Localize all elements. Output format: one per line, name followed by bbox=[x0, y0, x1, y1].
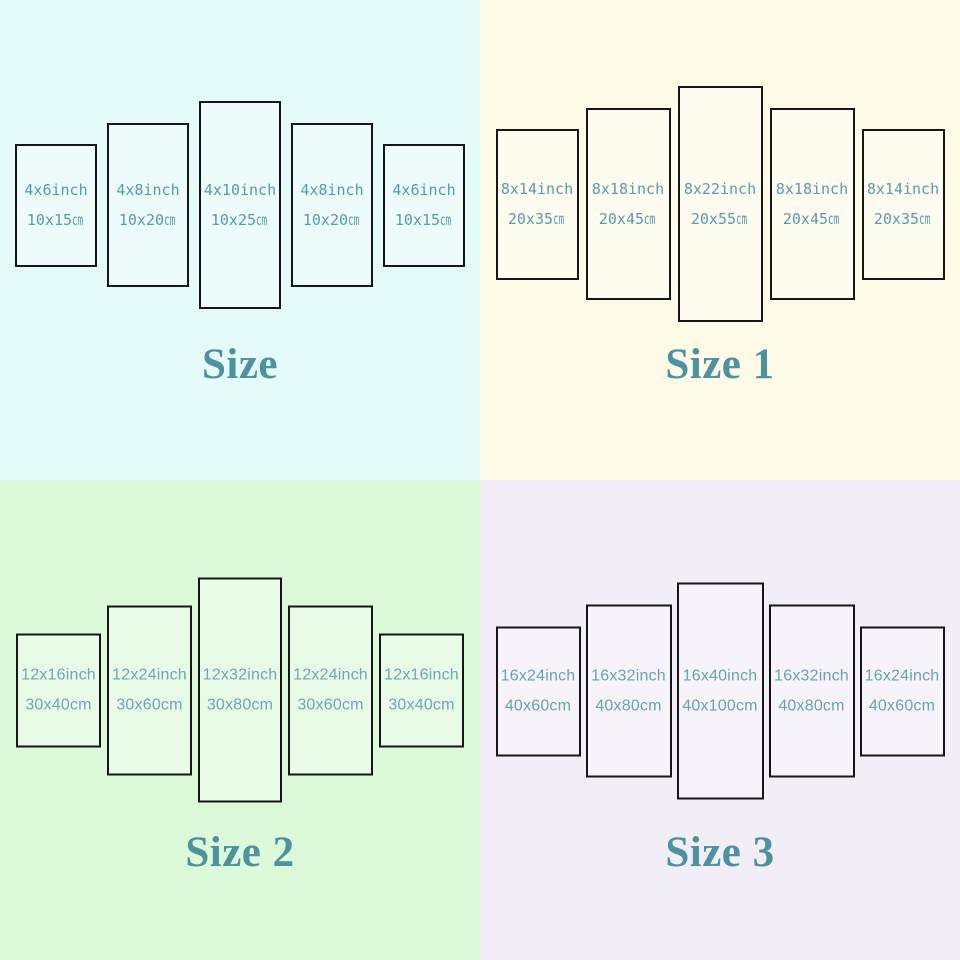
canvas-panel-inner-right: 4x8inch 10x20cm bbox=[291, 123, 373, 287]
quadrant-title: Size 3 bbox=[665, 829, 775, 876]
panel-size-label: 4x10inch 10x25cm bbox=[203, 181, 277, 229]
canvas-panel-inner-left: 8x18inch 20x45cm bbox=[585, 108, 671, 300]
panel-row: 8x14inch 20x35cm 8x18inch 20x45cm 8x22in… bbox=[480, 86, 960, 322]
panel-size-label: 16x24inch 40x60cm bbox=[864, 667, 940, 714]
quadrant-size-2: 12x16inch 30x40cm 12x24inch 30x60cm 12x3… bbox=[0, 480, 480, 960]
quadrant-title: Size 1 bbox=[665, 341, 775, 388]
canvas-panel-inner-right: 12x24inch 30x60cm bbox=[288, 605, 373, 775]
canvas-panel-inner-right: 16x32inch 40x80cm bbox=[768, 604, 855, 778]
panel-size-label: 16x24inch 40x60cm bbox=[500, 667, 576, 714]
panel-size-label: 8x14inch 20x35cm bbox=[500, 180, 574, 228]
panel-size-label: 4x6inch 10x15cm bbox=[24, 181, 88, 229]
panel-size-label: 12x24inch 30x60cm bbox=[112, 666, 187, 713]
canvas-panel-center: 8x22inch 20x55cm bbox=[677, 86, 763, 322]
canvas-panel-center: 16x40inch 40x100cm bbox=[676, 582, 764, 800]
panel-size-label: 4x8inch 10x20cm bbox=[300, 181, 364, 229]
canvas-panel-inner-left: 16x32inch 40x80cm bbox=[585, 604, 672, 778]
canvas-panel-outer-right: 4x6inch 10x15cm bbox=[383, 143, 465, 267]
canvas-panel-outer-right: 12x16inch 30x40cm bbox=[379, 633, 464, 747]
canvas-panel-inner-right: 8x18inch 20x45cm bbox=[769, 108, 855, 300]
canvas-panel-outer-left: 16x24inch 40x60cm bbox=[495, 626, 581, 756]
canvas-panel-outer-left: 8x14inch 20x35cm bbox=[495, 128, 579, 280]
canvas-panel-center: 4x10inch 10x25cm bbox=[199, 101, 281, 309]
canvas-panel-inner-left: 12x24inch 30x60cm bbox=[107, 605, 192, 775]
panel-size-label: 8x14inch 20x35cm bbox=[866, 180, 940, 228]
panel-size-label: 12x16inch 30x40cm bbox=[384, 666, 459, 713]
canvas-panel-outer-left: 12x16inch 30x40cm bbox=[16, 633, 101, 747]
panel-size-label: 16x32inch 40x80cm bbox=[591, 667, 666, 714]
panel-size-label: 16x40inch 40x100cm bbox=[682, 667, 758, 714]
quadrant-size: 4x6inch 10x15cm 4x8inch 10x20cm 4x10inch… bbox=[0, 0, 480, 480]
canvas-panel-center: 12x32inch 30x80cm bbox=[198, 577, 282, 803]
quadrant-size-1: 8x14inch 20x35cm 8x18inch 20x45cm 8x22in… bbox=[480, 0, 960, 480]
canvas-panel-outer-left: 4x6inch 10x15cm bbox=[15, 143, 97, 267]
panel-row: 16x24inch 40x60cm 16x32inch 40x80cm 16x4… bbox=[480, 582, 960, 800]
panel-size-label: 8x18inch 20x45cm bbox=[591, 180, 665, 228]
quadrant-size-3: 16x24inch 40x60cm 16x32inch 40x80cm 16x4… bbox=[480, 480, 960, 960]
panel-size-label: 8x18inch 20x45cm bbox=[775, 180, 849, 228]
canvas-panel-outer-right: 16x24inch 40x60cm bbox=[859, 626, 945, 756]
panel-row: 12x16inch 30x40cm 12x24inch 30x60cm 12x3… bbox=[0, 577, 480, 803]
canvas-panel-outer-right: 8x14inch 20x35cm bbox=[861, 128, 945, 280]
quadrant-title: Size 2 bbox=[185, 829, 295, 876]
panel-size-label: 4x8inch 10x20cm bbox=[116, 181, 180, 229]
panel-size-label: 16x32inch 40x80cm bbox=[774, 667, 849, 714]
panel-size-label: 12x16inch 30x40cm bbox=[21, 666, 96, 713]
quadrant-title: Size bbox=[201, 341, 279, 388]
panel-size-label: 8x22inch 20x55cm bbox=[683, 180, 757, 228]
canvas-panel-inner-left: 4x8inch 10x20cm bbox=[107, 123, 189, 287]
panel-size-label: 12x24inch 30x60cm bbox=[293, 666, 368, 713]
panel-row: 4x6inch 10x15cm 4x8inch 10x20cm 4x10inch… bbox=[0, 101, 480, 309]
panel-size-label: 12x32inch 30x80cm bbox=[202, 666, 278, 713]
panel-size-label: 4x6inch 10x15cm bbox=[392, 181, 456, 229]
